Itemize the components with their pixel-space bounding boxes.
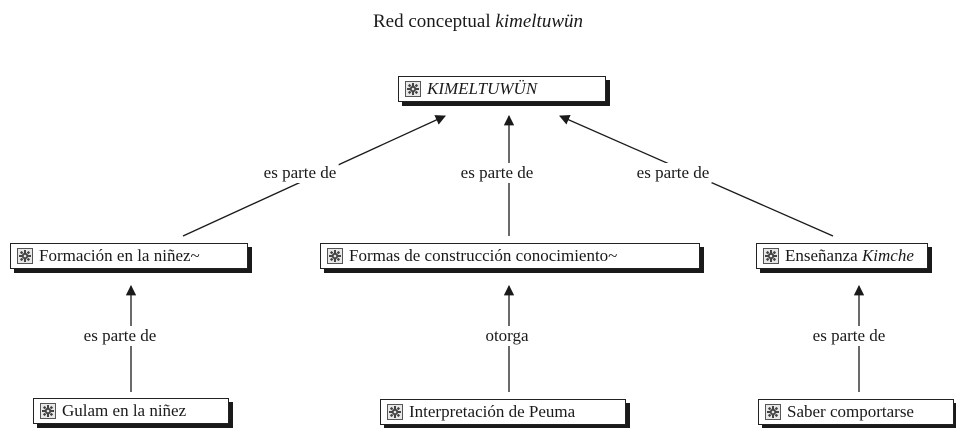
node-ensenanza[interactable]: Enseñanza Kimche xyxy=(756,243,928,269)
concept-node-icon xyxy=(17,248,33,264)
concept-node-icon xyxy=(405,81,421,97)
link-label-formas: es parte de xyxy=(458,163,536,183)
node-label: Interpretación de Peuma xyxy=(409,402,576,421)
node-formas[interactable]: Formas de construcción conocimiento~ xyxy=(320,243,700,269)
node-label-italic: Kimche xyxy=(861,246,914,265)
node-label: Enseñanza xyxy=(785,246,858,265)
diagram-title-text: Red conceptual xyxy=(372,11,491,32)
node-label: KIMELTUWÜN xyxy=(427,79,538,98)
node-label: Formas de construcción conocimiento~ xyxy=(349,246,618,265)
link-label-gulam: es parte de xyxy=(81,326,159,346)
node-peuma[interactable]: Interpretación de Peuma xyxy=(380,399,626,425)
diagram-title-italic: kimeltuwün xyxy=(495,11,583,32)
concept-node-icon xyxy=(387,404,403,420)
concept-node-icon xyxy=(327,248,343,264)
node-root-kimeltuwun[interactable]: KIMELTUWÜN xyxy=(398,76,606,102)
node-formacion[interactable]: Formación en la niñez~ xyxy=(10,243,248,269)
link-label-peuma: otorga xyxy=(483,326,531,346)
node-gulam[interactable]: Gulam en la niñez xyxy=(33,398,229,424)
node-label: Gulam en la niñez xyxy=(62,401,187,420)
node-label: Saber comportarse xyxy=(787,402,914,421)
diagram-title: Red conceptual kimeltuwün xyxy=(0,11,956,33)
concept-node-icon xyxy=(765,404,781,420)
node-label: Formación en la niñez~ xyxy=(39,246,200,265)
concept-node-icon xyxy=(763,248,779,264)
link-label-formacion: es parte de xyxy=(261,163,339,183)
link-label-saber: es parte de xyxy=(810,326,888,346)
link-label-ensenanza: es parte de xyxy=(634,163,712,183)
concept-node-icon xyxy=(40,403,56,419)
node-saber[interactable]: Saber comportarse xyxy=(758,399,954,425)
